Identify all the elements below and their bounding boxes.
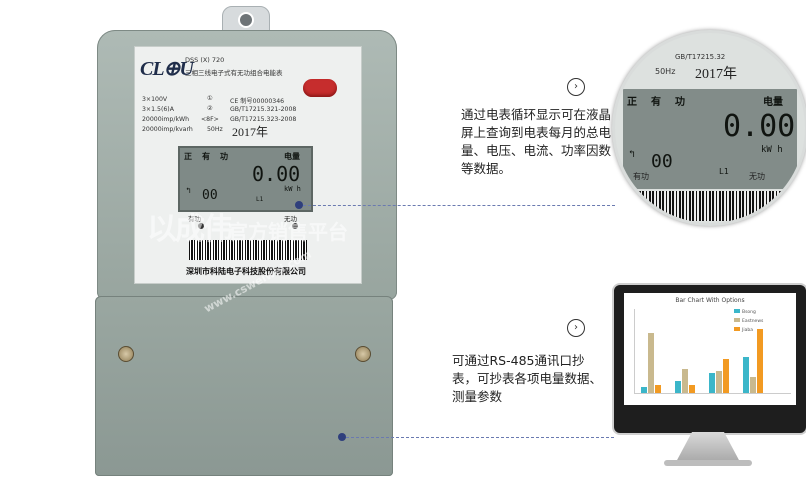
spec-num-2: ② bbox=[207, 105, 213, 112]
meter-name: 三相三线电子式有无功组合电能表 bbox=[185, 69, 283, 77]
zoom-year: 2017年 bbox=[695, 67, 737, 82]
legend-item-3: Jiaba bbox=[734, 327, 763, 336]
bar bbox=[689, 385, 695, 393]
leader-line-port bbox=[346, 437, 614, 438]
callout-lcd-description: 通过电表循环显示可在液晶屏上查询到电表每月的总电量、电压、电流、功率因数等数据。 bbox=[461, 107, 612, 176]
watermark-logo: 以成伟 bbox=[147, 213, 233, 246]
lcd-label-you: 有 bbox=[202, 152, 210, 161]
spec-accuracy: <8F> bbox=[201, 116, 219, 123]
spec-standard-1: GB/T17215.321-2008 bbox=[230, 106, 297, 113]
watermark-text: 官方销售平台 bbox=[228, 220, 348, 244]
monitor-base bbox=[664, 460, 752, 466]
spec-frequency: 50Hz bbox=[207, 126, 223, 133]
lcd-reading: 0.00 bbox=[252, 162, 301, 186]
monitor-stand bbox=[676, 432, 740, 462]
model-number: DSS (X) 720 bbox=[185, 56, 225, 64]
zoom-label-dianliang: 电量 bbox=[763, 97, 783, 108]
reactive-pulse-indicator bbox=[292, 223, 298, 229]
bar bbox=[648, 333, 654, 393]
spec-current: 3×1.5(6)A bbox=[142, 106, 174, 113]
meter-terminal-cover bbox=[95, 296, 393, 476]
zoom-indicator-reactive: 无功 bbox=[749, 172, 765, 181]
legend-item-2: Eastnews bbox=[734, 318, 763, 327]
monitor-screen: Bar Chart With Options Bsong Eastnews Ji… bbox=[624, 293, 796, 405]
bar bbox=[641, 387, 647, 393]
lcd-display: 正 有 功 电量 0.00 kW h ↰ 00 L1 bbox=[178, 146, 313, 212]
bar bbox=[682, 369, 688, 393]
zoom-indicator-active: 有功 bbox=[633, 172, 649, 181]
leader-dot-lcd bbox=[295, 201, 303, 209]
leader-dot-port bbox=[338, 433, 346, 441]
zoom-lcd-display: 正 有 功 电量 0.00 kW h ↰ 00 L1 bbox=[623, 89, 797, 189]
zoom-barcode bbox=[629, 191, 787, 221]
lcd-label-zheng: 正 bbox=[184, 152, 192, 161]
legend-item-1: Bsong bbox=[734, 309, 763, 318]
zoom-label-gong: 功 bbox=[675, 97, 685, 108]
leader-line-lcd bbox=[303, 205, 615, 206]
lcd-label-dianliang: 电量 bbox=[284, 152, 300, 161]
lcd-unit: kW h bbox=[284, 185, 301, 193]
bar bbox=[675, 381, 681, 393]
spec-cert: CE 制号00000346 bbox=[230, 98, 285, 105]
active-pulse-indicator bbox=[198, 223, 204, 229]
lcd-sub-reading: 00 bbox=[202, 188, 218, 203]
zoom-arrow-icon: ↰ bbox=[629, 149, 636, 160]
screw-right bbox=[355, 346, 371, 362]
chart-legend: Bsong Eastnews Jiaba bbox=[734, 309, 763, 336]
hanger-hole bbox=[238, 12, 254, 28]
lcd-arrow-icon: ↰ bbox=[186, 186, 191, 195]
manufacturer-name: 深圳市科陆电子科技股份有限公司 bbox=[186, 267, 306, 276]
meter-barcode bbox=[189, 240, 307, 260]
zoom-label-you: 有 bbox=[651, 97, 661, 108]
lcd-zoom-view: GB/T17215.32 50Hz 2017年 正 有 功 电量 0.00 kW… bbox=[612, 30, 806, 226]
indicator-label-reactive: 无功 bbox=[284, 215, 297, 223]
chart-plot-area bbox=[634, 309, 791, 394]
bar bbox=[743, 357, 749, 393]
chevron-right-icon: › bbox=[567, 78, 585, 96]
lcd-phase: L1 bbox=[256, 196, 264, 203]
spec-voltage: 3×100V bbox=[142, 96, 168, 103]
zoom-sub-reading: 00 bbox=[651, 151, 673, 172]
spec-standard-2: GB/T17215.323-2008 bbox=[230, 116, 297, 123]
spec-num-1: ① bbox=[207, 95, 213, 102]
chart-title: Bar Chart With Options bbox=[675, 297, 745, 304]
indicator-label-active: 有功 bbox=[188, 215, 201, 223]
bar bbox=[716, 371, 722, 393]
zoom-unit: kW h bbox=[761, 145, 783, 155]
zoom-gb: GB/T17215.32 bbox=[675, 53, 726, 61]
zoom-phase: L1 bbox=[719, 167, 729, 176]
bar bbox=[750, 377, 756, 393]
callout-rs485-description: 可通过RS-485通讯口抄表，可抄表各项电量数据、测量参数 bbox=[452, 353, 603, 404]
bar bbox=[757, 329, 763, 393]
spec-imp-kvarh: 20000imp/kvarh bbox=[142, 126, 193, 133]
zoom-reading: 0.00 bbox=[723, 109, 796, 144]
monitor-frame: Bar Chart With Options Bsong Eastnews Ji… bbox=[612, 283, 806, 435]
zoom-label-zheng: 正 bbox=[627, 97, 637, 108]
bar bbox=[723, 359, 729, 393]
zoom-hz: 50Hz bbox=[655, 67, 676, 76]
manufacture-year: 2017年 bbox=[232, 125, 269, 139]
bar bbox=[655, 385, 661, 393]
lcd-label-gong: 功 bbox=[220, 152, 228, 161]
chevron-right-icon-2: › bbox=[567, 319, 585, 337]
brand-logo: CL⊕U bbox=[140, 58, 194, 80]
spec-imp-kwh: 20000imp/kWh bbox=[142, 116, 190, 123]
bar bbox=[709, 373, 715, 393]
pulse-led bbox=[303, 79, 337, 97]
screw-left bbox=[118, 346, 134, 362]
